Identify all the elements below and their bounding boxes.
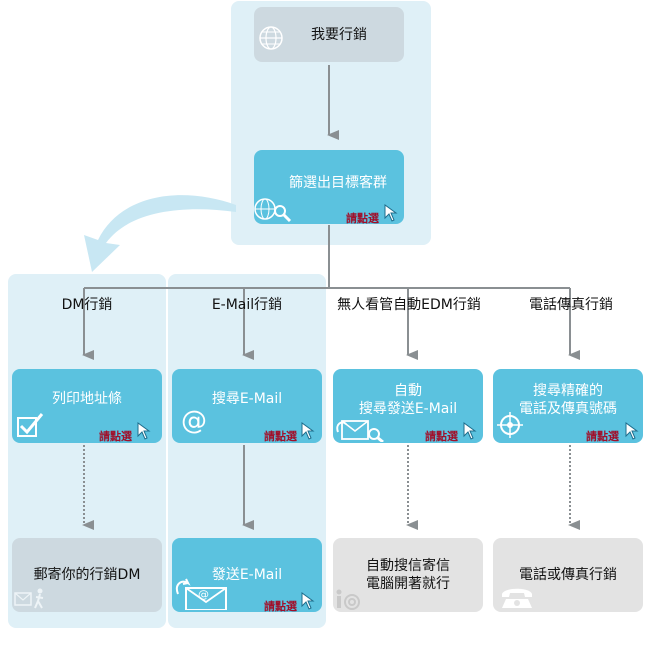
mail-dm-label: 郵寄你的行銷DM: [33, 567, 141, 583]
send-email-click-label[interactable]: 請點選: [264, 600, 297, 613]
mail-dm-box: 郵寄你的行銷DM: [12, 538, 162, 612]
mouse-icon: [336, 589, 360, 610]
svg-text:@: @: [198, 588, 209, 601]
curved-arrow-icon: [84, 195, 236, 272]
start-marketing-label: 我要行銷: [311, 26, 367, 43]
search-email-label: 搜尋E-Mail: [211, 391, 283, 407]
print-address-label: 列印地址條: [52, 391, 122, 407]
globe-search-icon: [254, 198, 292, 223]
phone-fax-header: 電話傳真行銷: [529, 297, 613, 313]
auto-edm-header: 無人看管自動EDM行銷: [337, 297, 481, 313]
auto-search-send-line2: 搜尋發送E-Mail: [358, 401, 458, 417]
auto-send-result-line2: 電腦開著就行: [366, 576, 450, 592]
auto-search-send-line1: 自動: [394, 383, 422, 399]
cursor-icon: [463, 422, 477, 440]
filter-target-box[interactable]: 篩選出目標客群: [254, 150, 404, 224]
auto-search-click-label[interactable]: 請點選: [425, 430, 458, 443]
auto-send-result-box: 自動搜信寄信 電腦開著就行: [333, 538, 483, 612]
search-phone-fax-line1: 搜尋精確的: [533, 383, 603, 399]
cursor-icon: [301, 422, 315, 440]
envelope-mail-icon: @: [176, 578, 227, 610]
telephone-icon: [502, 588, 532, 608]
cursor-icon: [384, 204, 398, 222]
print-address-click-label[interactable]: 請點選: [99, 430, 132, 443]
send-email-box[interactable]: 發送E-Mail: [172, 538, 322, 612]
search-email-box[interactable]: 搜尋E-Mail: [172, 369, 322, 443]
email-marketing-header: E-Mail行銷: [211, 297, 283, 313]
cursor-icon: [625, 422, 639, 440]
phone-fax-result-label: 電話或傳真行銷: [519, 567, 617, 583]
auto-send-result-line1: 自動搜信寄信: [366, 558, 450, 574]
search-phone-fax-line2: 電話及傳真號碼: [519, 401, 617, 417]
at-sign-icon: @: [181, 406, 207, 436]
dm-marketing-header: DM行銷: [61, 297, 113, 313]
walking-person-icon: [14, 588, 44, 609]
checkmark-icon: [17, 413, 44, 437]
filter-target-label: 篩選出目標客群: [289, 175, 387, 191]
crosshair-icon: [497, 412, 523, 438]
cursor-icon: [137, 422, 151, 440]
search-phone-click-label[interactable]: 請點選: [586, 430, 619, 443]
start-marketing-box: 我要行銷: [254, 7, 404, 62]
globe-icon: [259, 26, 283, 50]
filter-click-label[interactable]: 請點選: [346, 212, 379, 225]
send-email-label: 發送E-Mail: [211, 567, 283, 583]
envelope-search-icon: [336, 420, 384, 442]
cursor-icon: [301, 592, 315, 610]
auto-search-send-box[interactable]: 自動 搜尋發送E-Mail: [333, 369, 483, 443]
search-email-click-label[interactable]: 請點選: [264, 430, 297, 443]
